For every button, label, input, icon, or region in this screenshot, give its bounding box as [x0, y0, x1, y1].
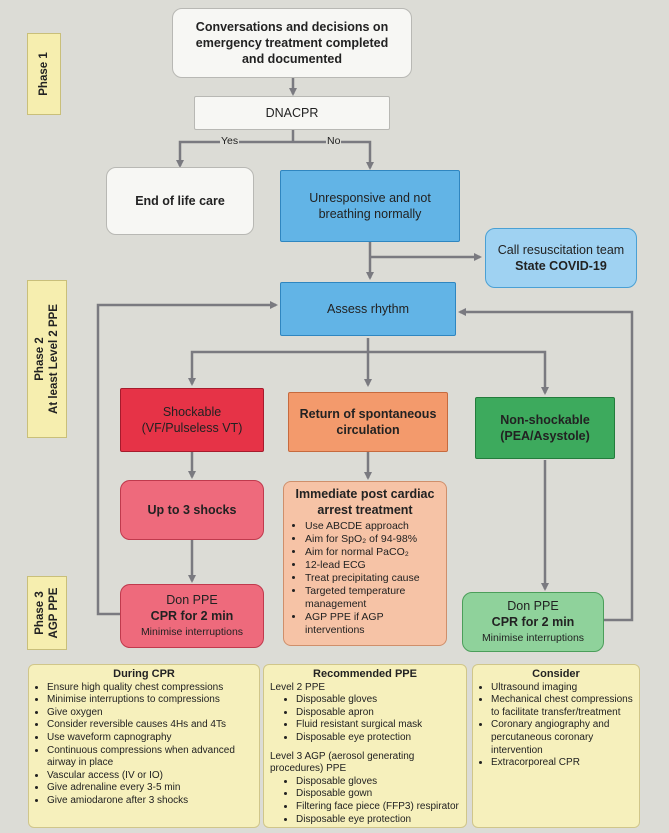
dnacpr-box: DNACPR — [194, 96, 390, 130]
during-cpr-item: Give amiodarone after 3 shocks — [47, 795, 253, 808]
loop-right — [458, 308, 634, 622]
during-cpr-item: Continuous compressions when advanced ai… — [47, 745, 253, 770]
level2-ppe-item: Fluid resistant surgical mask — [296, 719, 460, 732]
don-ppe-text: Don PPE — [166, 593, 218, 607]
during-cpr-title: During CPR — [113, 668, 175, 680]
during-cpr-item: Use waveform capnography — [47, 732, 253, 745]
arrow-branch-left — [188, 350, 368, 386]
cpr-2min-text: CPR for 2 min — [150, 609, 234, 623]
unresponsive-box: Unresponsive and not breathing normally — [280, 170, 460, 242]
consider-item: Coronary angiography and percutaneous co… — [491, 719, 633, 757]
level2-ppe-item: Disposable apron — [296, 707, 460, 720]
post-arrest-item: Treat precipitating cause — [305, 572, 440, 585]
loop-left — [96, 301, 278, 616]
minimise-text-2: Minimise interruptions — [481, 632, 585, 644]
post-arrest-title: Immediate post cardiac arrest treatment — [295, 487, 435, 517]
consider-panel: Consider Ultrasound imagingMechanical ch… — [472, 664, 640, 828]
post-arrest-item: Targeted temperature management — [305, 585, 440, 611]
state-covid-text: State COVID-19 — [515, 259, 607, 273]
level3-ppe-item: Disposable eye protection — [296, 814, 460, 827]
consider-list: Ultrasound imagingMechanical chest compr… — [479, 682, 633, 770]
arrow-branch-right — [368, 350, 549, 395]
shockable-box: Shockable (VF/Pulseless VT) — [120, 388, 264, 452]
minimise-text: Minimise interruptions — [140, 626, 244, 638]
post-arrest-item: 12-lead ECG — [305, 559, 440, 572]
post-arrest-item: Aim for normal PaCO₂ — [305, 546, 440, 559]
level3-ppe-item: Disposable gown — [296, 788, 460, 801]
during-cpr-item: Minimise interruptions to compressions — [47, 694, 253, 707]
post-arrest-item: Aim for SpO₂ of 94-98% — [305, 533, 440, 546]
level2-ppe-item: Disposable gloves — [296, 694, 460, 707]
phase-1-label: Phase 1 — [27, 33, 61, 115]
rosc-box: Return of spontaneous circulation — [288, 392, 448, 452]
arrow-no — [293, 140, 374, 170]
don-ppe-text-2: Don PPE — [507, 599, 559, 613]
during-cpr-item: Give adrenaline every 3-5 min — [47, 782, 253, 795]
call-team-text: Call resuscitation team — [497, 243, 625, 257]
arrow-yes — [176, 140, 293, 168]
end-of-life-box: End of life care — [106, 167, 254, 235]
consider-item: Ultrasound imaging — [491, 682, 633, 695]
level2-ppe-item: Disposable eye protection — [296, 732, 460, 745]
ppe-title: Recommended PPE — [313, 668, 417, 680]
conversations-box: Conversations and decisions on emergency… — [172, 8, 412, 78]
assess-rhythm-box: Assess rhythm — [280, 282, 456, 336]
level2-list: Disposable glovesDisposable apronFluid r… — [270, 694, 460, 744]
nonshockable-box: Non-shockable (PEA/Asystole) — [475, 397, 615, 459]
level2-label: Level 2 PPE — [270, 681, 326, 693]
up-to-3-shocks-box: Up to 3 shocks — [120, 480, 264, 540]
during-cpr-item: Ensure high quality chest compressions — [47, 682, 253, 695]
recommended-ppe-panel: Recommended PPE Level 2 PPE Disposable g… — [263, 664, 467, 828]
post-arrest-list: Use ABCDE approachAim for SpO₂ of 94-98%… — [290, 520, 440, 637]
post-arrest-box: Immediate post cardiac arrest treatment … — [283, 481, 447, 646]
during-cpr-item: Vascular access (IV or IO) — [47, 770, 253, 783]
consider-item: Extracorporeal CPR — [491, 757, 633, 770]
consider-title: Consider — [532, 668, 580, 680]
level3-label: Level 3 AGP (aerosol generating procedur… — [270, 750, 415, 775]
post-arrest-item: Use ABCDE approach — [305, 520, 440, 533]
cpr-shockable-box: Don PPE CPR for 2 min Minimise interrupt… — [120, 584, 264, 648]
level3-ppe-item: Disposable gloves — [296, 776, 460, 789]
level3-ppe-item: Filtering face piece (FFP3) respirator — [296, 801, 460, 814]
during-cpr-item: Give oxygen — [47, 707, 253, 720]
call-team-box: Call resuscitation team State COVID-19 — [485, 228, 637, 288]
post-arrest-item: AGP PPE if AGP interventions — [305, 611, 440, 637]
level3-list: Disposable glovesDisposable gownFilterin… — [270, 776, 460, 826]
consider-item: Mechanical chest compressions to facilit… — [491, 694, 633, 719]
yes-label: Yes — [220, 135, 240, 147]
no-label: No — [326, 135, 342, 147]
during-cpr-item: Consider reversible causes 4Hs and 4Ts — [47, 719, 253, 732]
during-cpr-panel: During CPR Ensure high quality chest com… — [28, 664, 260, 828]
cpr-2min-text-2: CPR for 2 min — [491, 615, 575, 629]
during-cpr-list: Ensure high quality chest compressionsMi… — [35, 682, 253, 808]
cpr-nonshockable-box: Don PPE CPR for 2 min Minimise interrupt… — [462, 592, 604, 652]
